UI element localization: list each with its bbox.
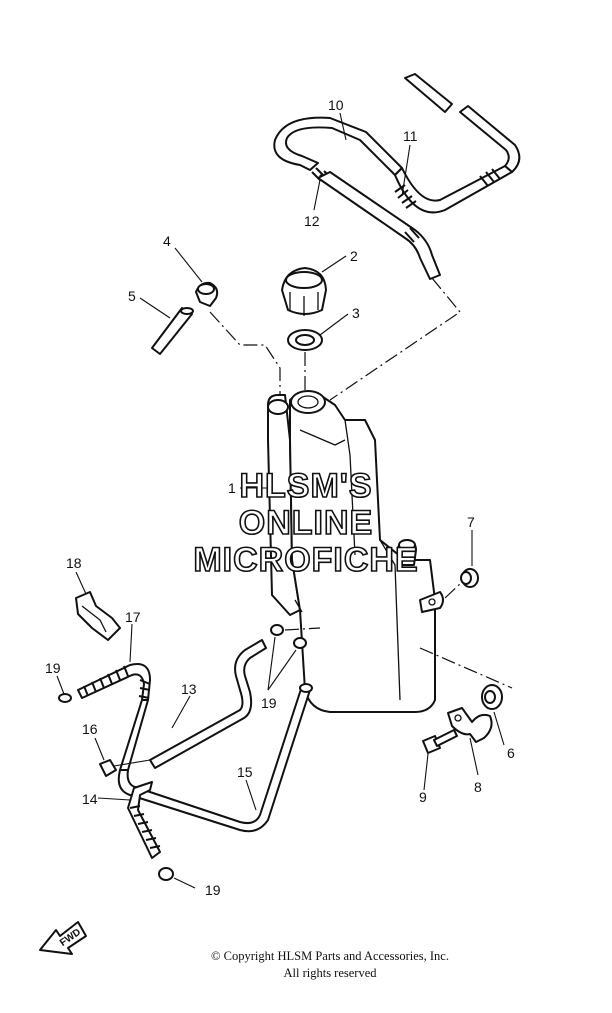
callout-7: 7 xyxy=(467,514,475,530)
callout-2: 2 xyxy=(350,248,358,264)
callout-8: 8 xyxy=(474,779,482,795)
callout-3: 3 xyxy=(352,305,360,321)
breather-hose-assembly xyxy=(273,73,521,401)
leader-lines xyxy=(56,112,505,889)
hose-nut xyxy=(99,759,151,777)
hose-clamp-bracket xyxy=(75,591,121,641)
oil-tank xyxy=(267,390,444,713)
fwd-arrow-icon: FWD xyxy=(39,921,87,955)
tank-pipe xyxy=(151,307,194,355)
watermark-line-2: ONLINE xyxy=(239,504,373,542)
mounting-bracket xyxy=(447,707,493,743)
callout-9: 9 xyxy=(419,789,427,805)
hose-clip xyxy=(58,624,307,881)
callout-17: 17 xyxy=(125,609,141,625)
callout-1: 1 xyxy=(228,480,236,496)
watermark-line-1: HLSM'S xyxy=(239,467,372,505)
watermark: HLSM'S ONLINE MICROFICHE xyxy=(193,466,419,580)
lower-hose xyxy=(127,781,161,859)
tank-grommet xyxy=(460,568,479,588)
rights-text: All rights reserved xyxy=(283,966,377,980)
callout-4: 4 xyxy=(163,233,171,249)
callout-12: 12 xyxy=(304,213,320,229)
callout-18: 18 xyxy=(66,555,82,571)
mounting-bolt xyxy=(422,729,458,754)
tank-plug xyxy=(195,281,219,307)
callout-11: 11 xyxy=(403,128,418,144)
feed-hose xyxy=(77,663,151,771)
callout-15: 15 xyxy=(237,764,253,780)
oil-tank-cap xyxy=(281,267,327,316)
callout-14: 14 xyxy=(82,791,98,807)
copyright-text: © Copyright HLSM Parts and Accessories, … xyxy=(211,949,449,963)
collar xyxy=(481,684,503,710)
callout-19-bottom: 19 xyxy=(205,882,221,898)
callout-13: 13 xyxy=(181,681,197,697)
cap-gasket xyxy=(287,329,323,351)
callout-numbers: 1 2 3 4 5 6 7 8 9 10 11 12 13 14 15 16 1… xyxy=(45,97,515,898)
callout-6: 6 xyxy=(507,745,515,761)
callout-19-center: 19 xyxy=(261,695,277,711)
callout-5: 5 xyxy=(128,288,136,304)
callout-16: 16 xyxy=(82,721,98,737)
callout-10: 10 xyxy=(328,97,344,113)
callout-19-left: 19 xyxy=(45,660,61,676)
watermark-line-3: MICROFICHE xyxy=(193,541,418,579)
